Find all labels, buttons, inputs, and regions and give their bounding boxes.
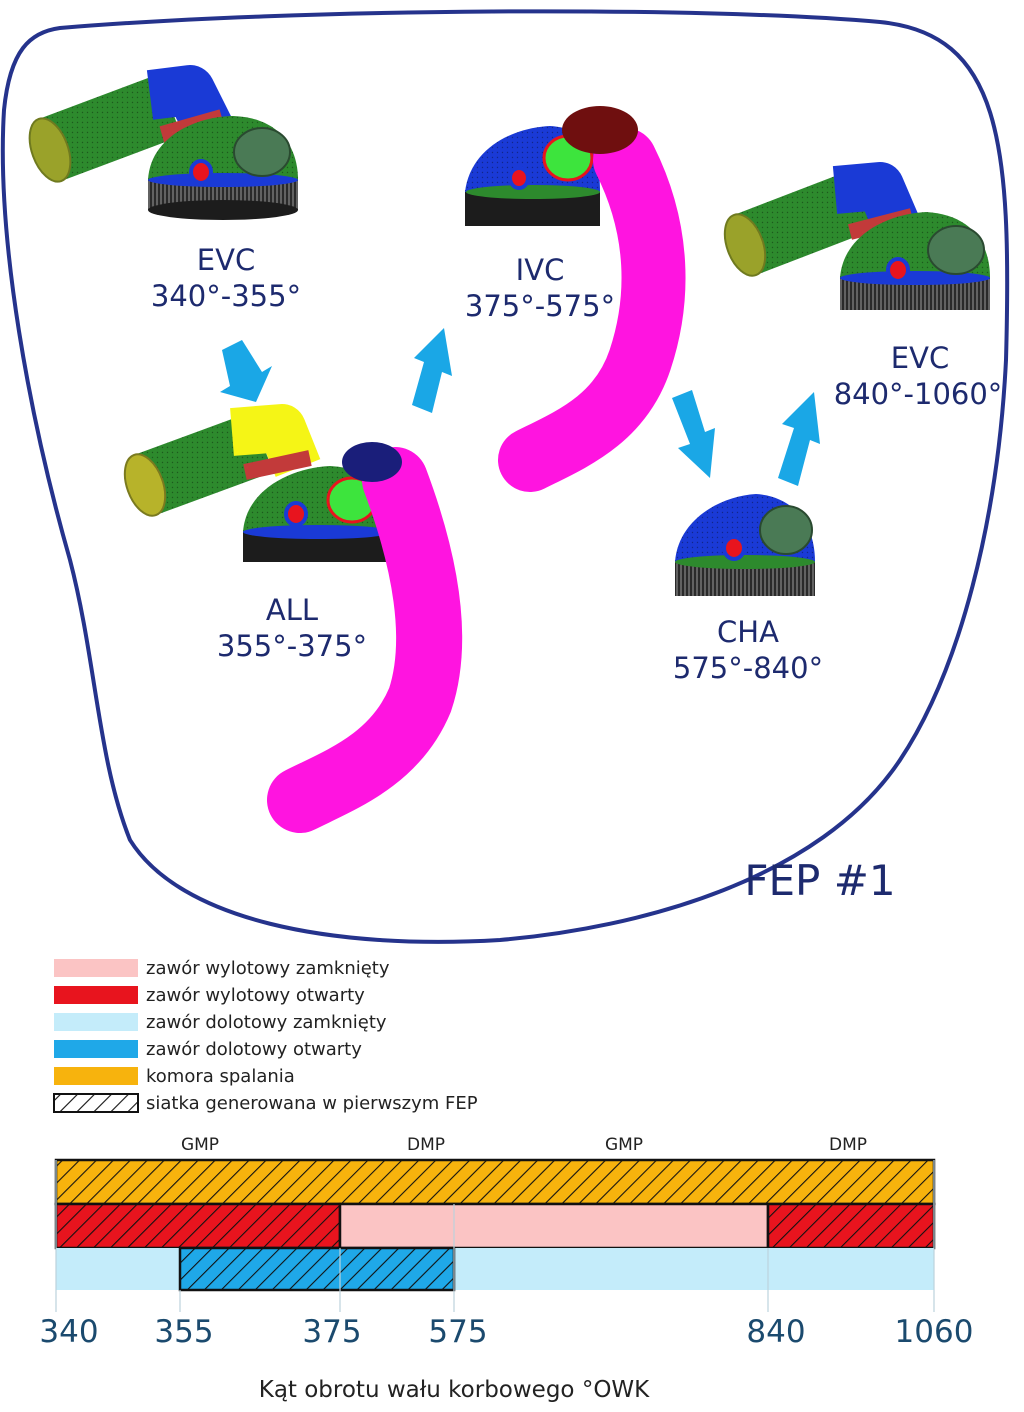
legend-swatch [54,986,138,1004]
legend-swatch [54,1013,138,1031]
intake-open-bar-hatch [178,1246,456,1292]
tick-label: 355 [154,1314,213,1350]
arrow-up-icon [412,328,452,413]
legend-label: zawór wylotowy otwarty [146,985,365,1006]
fep-boundary [0,9,1010,944]
geometry-evc-1 [28,65,298,220]
legend-swatch [54,1040,138,1058]
legend-label: zawór wylotowy zamknięty [146,958,390,979]
dead-center-label: GMP [605,1135,643,1155]
arrow-up-icon [778,392,820,486]
arrow-down-icon [220,340,272,402]
stage-range: 340°-355° [151,279,301,313]
stage-range: 355°-375° [217,629,367,663]
geometry-all [123,404,463,833]
legend-swatch [54,959,138,977]
flow-arrows [220,328,820,486]
tick-label: 375 [302,1314,361,1350]
exhaust-closed-bar [338,1202,770,1250]
legend: zawór wylotowy zamknięty zawór wylotowy … [53,958,478,1114]
exhaust-open-bar-hatch [766,1202,936,1250]
tick-label: 840 [746,1314,805,1350]
tick-label: 1060 [895,1314,974,1350]
geometry-cha [675,494,815,596]
stage-range: 375°-575° [465,289,615,323]
fep-label: FEP #1 [744,856,895,905]
legend-label: komora spalania [146,1066,295,1087]
stage-name: EVC [197,243,255,277]
stage-range: 840°-1060° [834,377,1003,411]
combustion-bar-hatch [54,1158,936,1206]
geometry-ivc [465,106,686,492]
legend-hatch-swatch [53,1093,139,1113]
legend-label: zawór dolotowy zamknięty [146,1012,387,1033]
legend-swatch [54,1067,138,1085]
dead-center-label: DMP [407,1135,445,1155]
legend-label: zawór dolotowy otwarty [146,1039,362,1060]
tick-label: 340 [39,1314,98,1350]
exhaust-open-bar-hatch [54,1202,342,1250]
arrow-down-icon [672,390,715,478]
stage-name: ALL [266,593,318,627]
stage-range: 575°-840° [673,651,823,685]
legend-label: siatka generowana w pierwszym FEP [146,1093,478,1114]
stage-name: EVC [891,341,949,375]
dead-center-label: GMP [181,1135,219,1155]
stage-name: CHA [717,615,779,649]
stage-name: IVC [516,253,565,287]
tick-label: 575 [428,1314,487,1350]
geometry-evc-2 [723,162,990,310]
dead-center-label: DMP [829,1135,867,1155]
timeline: GMP DMP GMP DMP 340 355 375 [39,1135,973,1403]
axis-label: Kąt obrotu wału korbowego °OWK [259,1377,650,1403]
